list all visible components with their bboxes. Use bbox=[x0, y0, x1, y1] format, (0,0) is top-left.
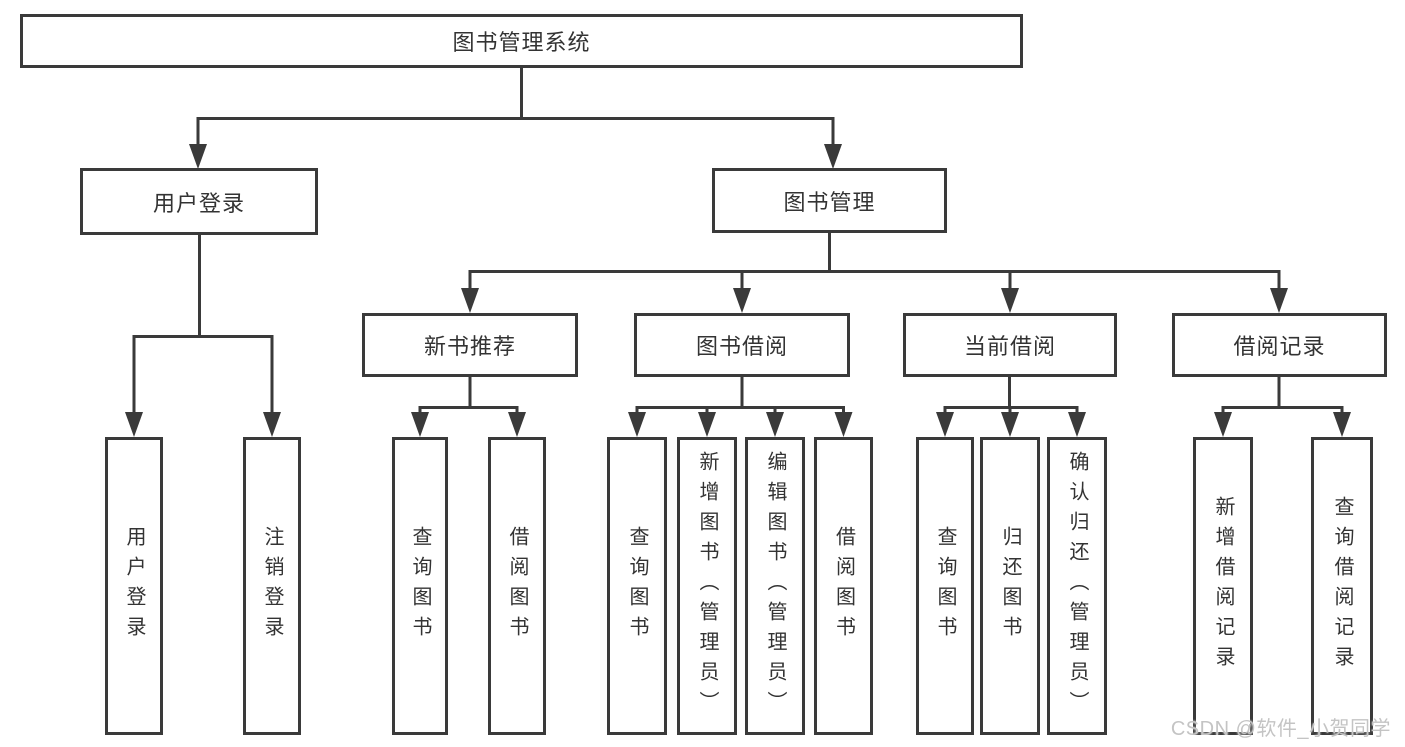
node-label: 确认归还（管理员） bbox=[1066, 451, 1088, 721]
node-root-library-system: 图书管理系统 bbox=[20, 14, 1023, 68]
node-label: 图书管理 bbox=[783, 189, 876, 215]
node-label: 借阅记录 bbox=[1233, 334, 1326, 359]
node-label: 借阅图书 bbox=[832, 526, 855, 646]
node-new-book-recommend: 新书推荐 bbox=[362, 313, 578, 377]
leaf-query-books-current: 查询图书 bbox=[916, 437, 974, 735]
leaf-add-books-admin: 新增图书（管理员） bbox=[677, 437, 737, 735]
leaf-user-login: 用户登录 bbox=[105, 437, 163, 735]
leaf-edit-books-admin: 编辑图书（管理员） bbox=[745, 437, 805, 735]
node-label: 查询图书 bbox=[626, 526, 648, 646]
leaf-borrow-books: 借阅图书 bbox=[814, 437, 873, 735]
leaf-query-books-borrow: 查询图书 bbox=[607, 437, 667, 735]
node-label: 图书管理系统 bbox=[452, 30, 591, 55]
node-label: 查询借阅记录 bbox=[1331, 496, 1353, 676]
node-book-borrowing: 图书借阅 bbox=[634, 313, 850, 377]
leaf-return-books: 归还图书 bbox=[980, 437, 1040, 735]
node-label: 新增图书（管理员） bbox=[696, 451, 718, 721]
node-label: 编辑图书（管理员） bbox=[764, 451, 786, 721]
leaf-confirm-return-admin: 确认归还（管理员） bbox=[1047, 437, 1107, 735]
node-label: 新增借阅记录 bbox=[1212, 496, 1234, 676]
node-label: 用户登录 bbox=[123, 526, 145, 646]
leaf-query-borrow-record: 查询借阅记录 bbox=[1311, 437, 1373, 735]
node-label: 查询图书 bbox=[934, 526, 956, 646]
node-book-management: 图书管理 bbox=[712, 168, 947, 233]
node-label: 借阅图书 bbox=[506, 526, 528, 646]
leaf-borrow-books-recommend: 借阅图书 bbox=[488, 437, 546, 735]
leaf-add-borrow-record: 新增借阅记录 bbox=[1193, 437, 1253, 735]
node-label: 新书推荐 bbox=[423, 334, 516, 359]
node-label: 当前借阅 bbox=[963, 334, 1056, 359]
node-user-login: 用户登录 bbox=[80, 168, 318, 235]
node-label: 归还图书 bbox=[999, 526, 1021, 646]
node-label: 注销登录 bbox=[261, 526, 283, 646]
node-current-borrowing: 当前借阅 bbox=[903, 313, 1117, 377]
node-borrow-records: 借阅记录 bbox=[1172, 313, 1387, 377]
node-label: 查询图书 bbox=[409, 526, 431, 646]
node-label: 图书借阅 bbox=[695, 334, 788, 359]
node-label: 用户登录 bbox=[152, 190, 245, 216]
leaf-query-books-recommend: 查询图书 bbox=[392, 437, 448, 735]
csdn-watermark: CSDN @软件_小贺同学 bbox=[1170, 718, 1391, 740]
leaf-logout: 注销登录 bbox=[243, 437, 301, 735]
